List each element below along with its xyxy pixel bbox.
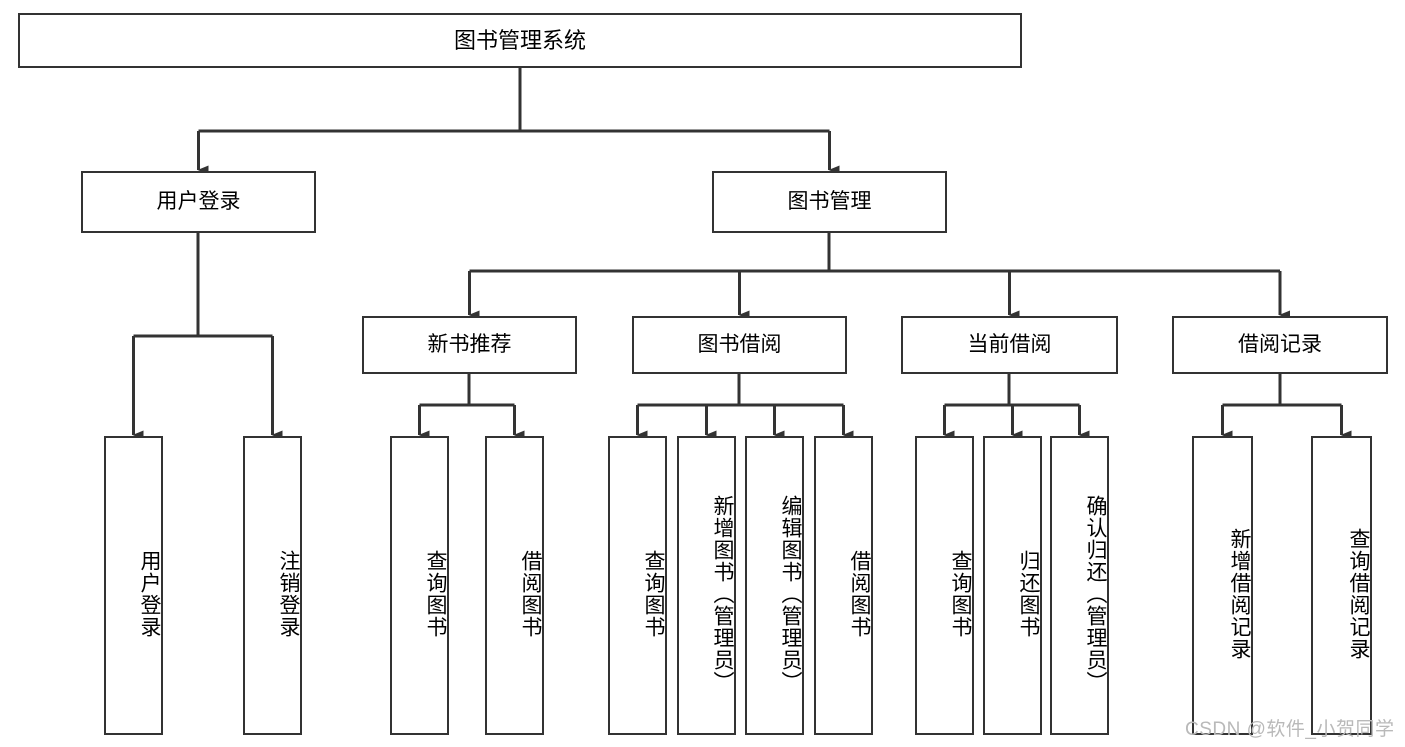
- node-leaf-rec-borrow[interactable]: 借阅图书: [485, 436, 544, 735]
- node-leaf-user-logout[interactable]: 注销登录: [243, 436, 302, 735]
- node-new-book-rec[interactable]: 新书推荐: [362, 316, 577, 374]
- node-label: 图书管理系统: [453, 27, 586, 53]
- node-label: 注销登录: [277, 549, 300, 638]
- csdn-watermark: CSDN @软件_小贺同学: [1185, 719, 1395, 740]
- node-label: 用户登录: [138, 549, 161, 638]
- node-book-borrow[interactable]: 图书借阅: [632, 316, 847, 374]
- node-leaf-book-borrow[interactable]: 借阅图书: [814, 436, 873, 735]
- node-label: 借阅图书: [848, 549, 871, 638]
- node-leaf-rec-query[interactable]: 查询图书: [390, 436, 449, 735]
- node-leaf-book-edit[interactable]: 编辑图书（管理员）: [745, 436, 804, 735]
- node-leaf-borrow-query[interactable]: 查询图书: [608, 436, 667, 735]
- node-label: 查询图书: [424, 549, 447, 638]
- node-root[interactable]: 图书管理系统: [18, 13, 1022, 68]
- node-label: 查询图书: [949, 549, 972, 638]
- node-label: 借阅记录: [1238, 332, 1322, 356]
- node-user-login[interactable]: 用户登录: [81, 171, 316, 233]
- node-label: 图书借阅: [697, 332, 782, 356]
- node-label: 用户登录: [156, 189, 241, 213]
- node-label: 查询图书: [642, 549, 665, 638]
- node-book-manage[interactable]: 图书管理: [712, 171, 947, 233]
- node-leaf-rec-add[interactable]: 新增借阅记录: [1192, 436, 1253, 735]
- node-label: 借阅图书: [519, 549, 542, 638]
- node-label: 归还图书: [1017, 549, 1040, 638]
- node-label: 新增借阅记录: [1228, 527, 1251, 660]
- node-label: 新增图书（管理员）: [711, 494, 734, 693]
- node-leaf-cur-return[interactable]: 归还图书: [983, 436, 1042, 735]
- edge-group: [132, 68, 1352, 440]
- node-leaf-rec-query2[interactable]: 查询借阅记录: [1311, 436, 1372, 735]
- node-borrow-record[interactable]: 借阅记录: [1172, 316, 1388, 374]
- node-label: 当前借阅: [967, 332, 1052, 356]
- node-label: 图书管理: [787, 189, 872, 213]
- node-leaf-book-add[interactable]: 新增图书（管理员）: [677, 436, 736, 735]
- node-label: 新书推荐: [427, 332, 512, 356]
- node-leaf-cur-confirm[interactable]: 确认归还（管理员）: [1050, 436, 1109, 735]
- node-label: 查询借阅记录: [1347, 527, 1370, 660]
- node-leaf-user-login[interactable]: 用户登录: [104, 436, 163, 735]
- node-label: 编辑图书（管理员）: [779, 494, 802, 693]
- node-current-borrow[interactable]: 当前借阅: [901, 316, 1118, 374]
- node-label: 确认归还（管理员）: [1084, 494, 1107, 693]
- node-leaf-cur-query[interactable]: 查询图书: [915, 436, 974, 735]
